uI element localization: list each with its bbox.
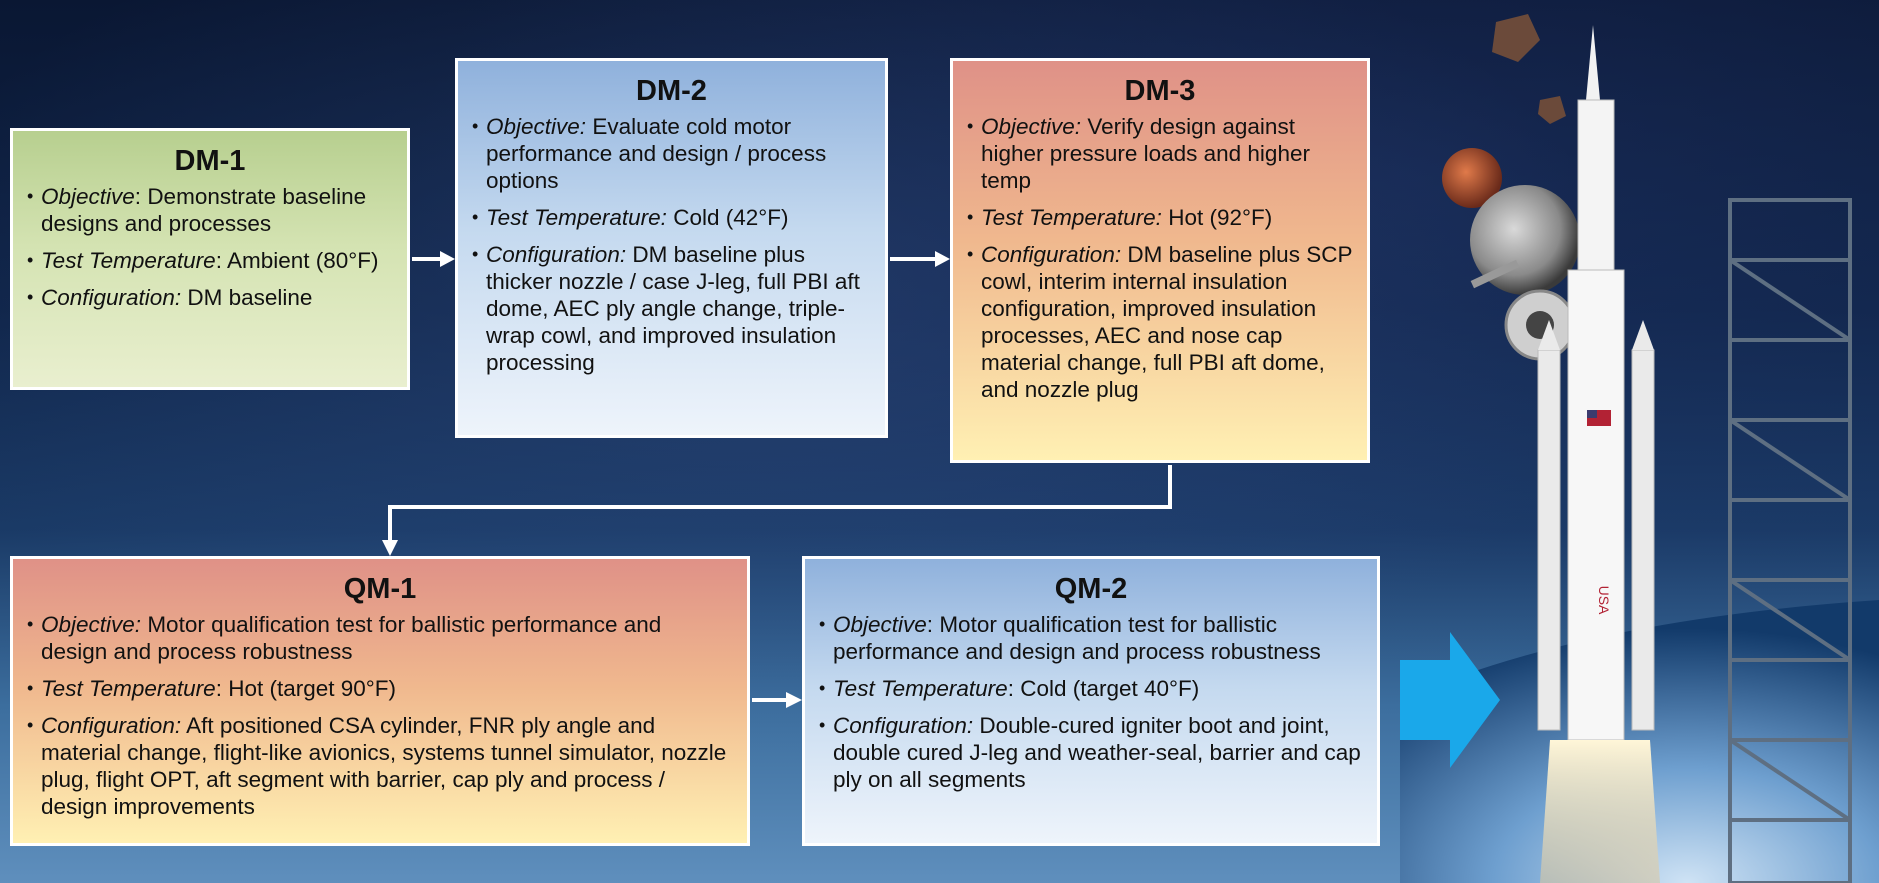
qm2-title: QM-2 [1054, 573, 1128, 605]
big-blue-arrow-icon [1400, 632, 1500, 768]
dm1-title: DM-1 [174, 145, 246, 177]
dm3-title: DM-3 [1124, 75, 1196, 107]
elbow-arrow-icon [388, 465, 1172, 540]
qm2-objective: Objective: Motor qualification test for … [819, 611, 1363, 665]
qm2-box: QM-2 Objective: Motor qualification test… [802, 556, 1380, 846]
dm2-title: DM-2 [636, 75, 707, 107]
rocket-flag-text: USA [1596, 586, 1612, 615]
qm2-temperature: Test Temperature: Cold (target 40°F) [819, 675, 1363, 702]
qm1-configuration: Configuration: Aft positioned CSA cylind… [27, 712, 733, 820]
space-launch-illustration: USA [1400, 14, 1879, 883]
dm1-box: DM-1 Objective: Demonstrate baseline des… [10, 128, 410, 390]
dm1-temperature: Test Temperature: Ambient (80°F) [27, 247, 393, 274]
dm1-objective: Objective: Demonstrate baseline designs … [27, 183, 393, 237]
dm3-objective: Objective: Verify design against higher … [967, 113, 1353, 194]
dm2-configuration: Configuration: DM baseline plus thicker … [472, 241, 871, 376]
dm3-configuration: Configuration: DM baseline plus SCP cowl… [967, 241, 1353, 403]
dm3-box: DM-3 Objective: Verify design against hi… [950, 58, 1370, 463]
planet-illustration [1442, 148, 1502, 208]
launch-tower-illustration [1728, 198, 1852, 883]
rocket-illustration: USA [1537, 25, 1660, 883]
dm2-temperature: Test Temperature: Cold (42°F) [472, 204, 871, 231]
dm2-objective: Objective: Evaluate cold motor performan… [472, 113, 871, 194]
dm3-temperature: Test Temperature: Hot (92°F) [967, 204, 1353, 231]
qm2-configuration: Configuration: Double-cured igniter boot… [819, 712, 1363, 793]
dm2-box: DM-2 Objective: Evaluate cold motor perf… [455, 58, 888, 438]
qm1-temperature: Test Temperature: Hot (target 90°F) [27, 675, 733, 702]
dm1-configuration: Configuration: DM baseline [27, 284, 393, 311]
qm1-box: QM-1 Objective: Motor qualification test… [10, 556, 750, 846]
qm1-objective: Objective: Motor qualification test for … [27, 611, 733, 665]
moon-illustration [1470, 185, 1580, 295]
qm1-title: QM-1 [343, 573, 417, 605]
